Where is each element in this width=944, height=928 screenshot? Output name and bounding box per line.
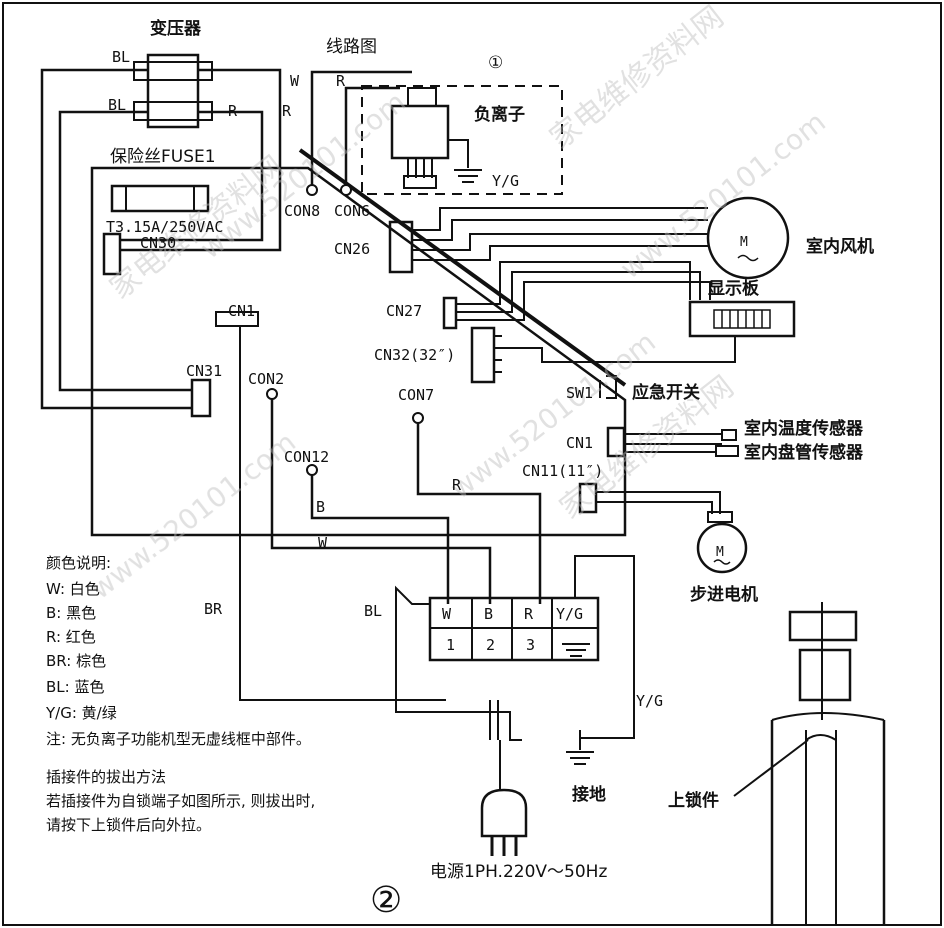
con8-label: CON8 (284, 202, 320, 220)
legend-item: W: 白色 (46, 580, 100, 598)
negative-ion-generator (390, 104, 450, 160)
terminal-header: R (524, 605, 534, 623)
cn30-label: CN30 (140, 234, 176, 252)
fuse-label: 保险丝FUSE1 (110, 147, 216, 167)
terminal-header: Y/G (556, 605, 583, 623)
cn11-label: CN11(11″) (522, 462, 603, 480)
legend-item: B: 黑色 (46, 604, 96, 622)
wire-label-r: R (336, 72, 346, 90)
board-divider (298, 148, 627, 387)
cn26-label: CN26 (334, 240, 370, 258)
con6-label: CON6 (334, 202, 370, 220)
fuse (110, 184, 210, 213)
ground-label: 接地 (572, 784, 606, 805)
temp-sensor-label: 室内温度传感器 (744, 418, 864, 439)
cn1-label: CN1 (566, 434, 593, 452)
wire-label-r: R (452, 476, 462, 494)
watermark: www.520101.com (84, 425, 302, 605)
con2-label: CON2 (248, 370, 284, 388)
cn1-top-label: CN1 (228, 302, 255, 320)
cn11-connector (578, 482, 598, 514)
display-board (688, 300, 796, 338)
cn31-label: CN31 (186, 362, 222, 380)
wire-label-r: R (282, 102, 292, 120)
legend-item: Y/G: 黄/绿 (45, 704, 117, 722)
terminal-number: 1 (446, 636, 455, 654)
terminal-number: 3 (526, 636, 535, 654)
neg-ion-dashed-box (361, 85, 563, 195)
instruction-line: 请按下上锁件后向外拉。 (46, 816, 211, 834)
legend-item: BL: 蓝色 (46, 678, 104, 696)
pcb-outline (90, 166, 627, 537)
terminal-header: B (484, 605, 493, 623)
cn32-connector (470, 326, 496, 384)
legend-item: BR: 棕色 (46, 652, 106, 670)
cn30-connector (102, 232, 122, 276)
stepper-motor-m: M (716, 545, 724, 560)
instruction-line: 若插接件为自锁端子如图所示, 则拔出时, (46, 792, 315, 810)
terminal-number: 2 (486, 636, 495, 654)
legend-item: R: 红色 (46, 628, 96, 646)
wire-label-bl: BL (364, 602, 382, 620)
cn27-label: CN27 (386, 302, 422, 320)
watermark: www.520101.com (614, 105, 832, 285)
con12-label: CON12 (284, 448, 329, 466)
wire-label-yg: Y/G (492, 172, 519, 190)
wire-label-w: W (318, 534, 328, 552)
cn31-connector (190, 378, 212, 418)
cn32-label: CN32(32″) (374, 346, 455, 364)
cn1-connector (606, 426, 626, 458)
stepper-motor (696, 522, 748, 574)
fan-motor-m: M (740, 235, 748, 250)
ground-symbol (566, 730, 594, 765)
lock-part (788, 610, 858, 642)
watermark: 家电维修资料网 (543, 0, 730, 156)
stepper-label: 步进电机 (690, 584, 758, 605)
circle-one: ① (488, 53, 503, 73)
emergency-switch-label: 应急开关 (632, 382, 700, 403)
con7-label: CON7 (398, 386, 434, 404)
power-label: 电源1PH.220V～50Hz (430, 862, 607, 882)
coil-sensor-label: 室内盘管传感器 (744, 442, 864, 463)
wire-label-yg: Y/G (636, 692, 663, 710)
page-marker: ② (370, 880, 402, 921)
display-label: 显示板 (708, 278, 760, 299)
wire-label-br: BR (204, 600, 223, 618)
indoor-fan-motor (706, 196, 790, 280)
cn27-connector (442, 296, 458, 330)
lock-label: 上锁件 (668, 790, 719, 811)
wire-label-r: R (228, 102, 238, 120)
instruction-line: 插接件的拔出方法 (46, 768, 166, 786)
power-plug (480, 788, 528, 838)
wire-label-bl: BL (108, 96, 126, 114)
legend-title: 颜色说明: (46, 554, 111, 572)
neg-ion-label: 负离子 (474, 104, 525, 125)
transformer-body (146, 53, 200, 129)
wiring-title: 线路图 (326, 37, 377, 57)
wire-label-w: W (290, 72, 300, 90)
wire-label-b: B (316, 498, 325, 516)
transformer-label: 变压器 (150, 18, 202, 39)
terminal-header: W (442, 605, 452, 623)
sw1-label: SW1 (566, 384, 593, 402)
legend-note: 注: 无负离子功能机型无虚线框中部件。 (46, 730, 311, 748)
wire-label-bl: BL (112, 48, 130, 66)
fan-label: 室内风机 (806, 236, 874, 257)
fuse-rating: T3.15A/250VAC (106, 218, 223, 236)
